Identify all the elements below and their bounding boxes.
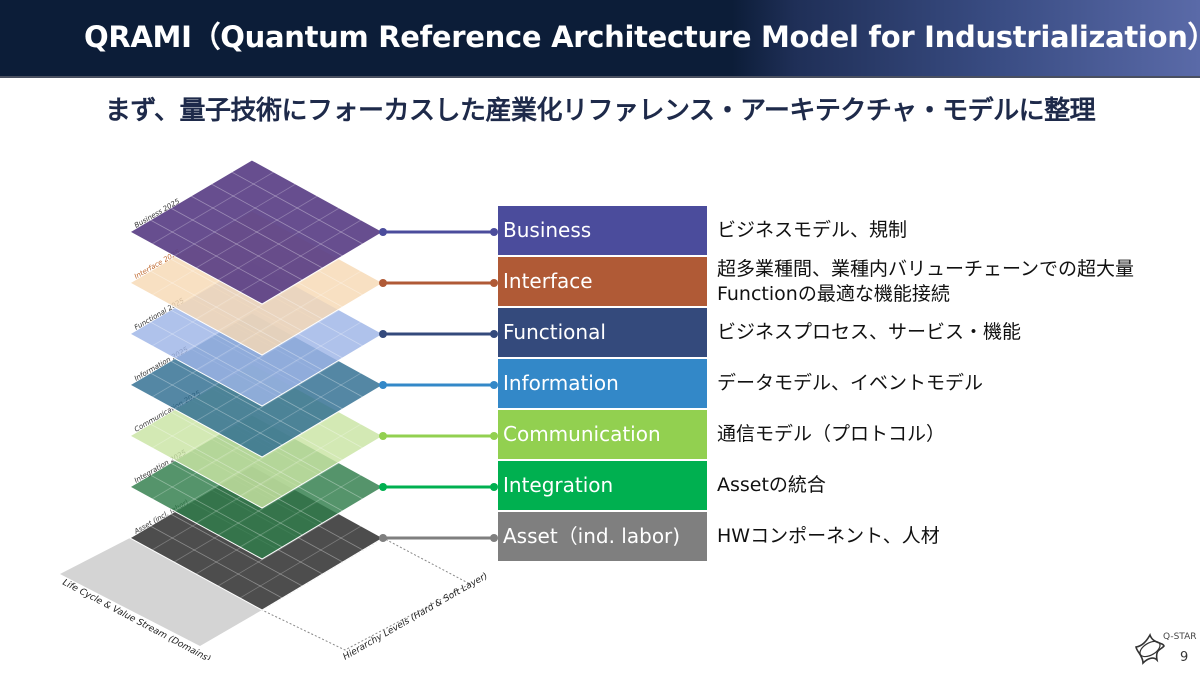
diagram-grid-line bbox=[170, 360, 303, 434]
diagram-layer-plane bbox=[128, 159, 385, 305]
title-divider bbox=[0, 76, 1200, 78]
diagram-grid-line bbox=[150, 474, 283, 548]
diagram-grid-line bbox=[170, 207, 303, 281]
diagram-grid-line bbox=[150, 372, 283, 446]
diagram-grid-line bbox=[217, 258, 340, 332]
diagram-grid-line bbox=[239, 423, 362, 497]
connector-dot bbox=[490, 330, 498, 338]
diagram-grid-line bbox=[150, 525, 283, 599]
title-bar-gradient bbox=[600, 0, 1200, 76]
diagram-grid-line bbox=[217, 207, 340, 281]
layer-box-integration: Integration bbox=[498, 461, 707, 510]
connector-dot bbox=[379, 432, 387, 440]
layer-description: ビジネスプロセス、サービス・機能 bbox=[717, 321, 1022, 343]
brand-name: Q-STAR bbox=[1163, 632, 1197, 642]
layer-box-asset: Asset（ind. labor) bbox=[498, 512, 707, 561]
layer-box-business: Business bbox=[498, 206, 707, 255]
domains-plane bbox=[60, 538, 262, 646]
layer-description-line: 超多業種間、業種内バリューチェーンでの超大量 bbox=[717, 258, 1135, 280]
slide-subtitle: まず、量子技術にフォーカスした産業化リファレンス・アーキテクチャ・モデルに整理 bbox=[104, 96, 1096, 126]
diagram-grid-line bbox=[190, 195, 323, 269]
layer-name: Information bbox=[503, 371, 619, 395]
diagram-grid-line bbox=[150, 321, 283, 395]
diagram-grid-line bbox=[170, 309, 303, 383]
connector-dot bbox=[490, 534, 498, 542]
connector-dot bbox=[490, 279, 498, 287]
slide-title: QRAMI（Quantum Reference Architecture Mod… bbox=[84, 20, 1200, 54]
layer-name: Communication bbox=[503, 422, 661, 446]
diagram-grid-line bbox=[239, 321, 362, 395]
connector-dot bbox=[379, 228, 387, 236]
q-star-logo-icon bbox=[1135, 633, 1165, 665]
title-bar: QRAMI（Quantum Reference Architecture Mod… bbox=[0, 0, 1200, 76]
diagram-grid-line bbox=[195, 195, 318, 269]
diagram-grid-line bbox=[173, 183, 296, 257]
diagram-grid-line bbox=[170, 258, 303, 332]
layer-description: Assetの統合 bbox=[717, 474, 826, 496]
connector-dot bbox=[379, 330, 387, 338]
layer-description: データモデル、イベントモデル bbox=[717, 372, 984, 394]
architecture-layer-diagram: Asset (incl. labor)Integration 2025Commu… bbox=[60, 159, 498, 660]
layer-description: 通信モデル（プロトコル） bbox=[717, 423, 946, 445]
layer-description-line: Functionの最適な機能接続 bbox=[717, 283, 950, 305]
layer-name: Interface bbox=[503, 269, 593, 293]
diagram-grid-line bbox=[150, 423, 283, 497]
layer-box-functional: Functional bbox=[498, 308, 707, 357]
diagram-grid-line bbox=[170, 462, 303, 536]
connector-dot bbox=[379, 279, 387, 287]
layer-description: HWコンポーネント、人材 bbox=[717, 525, 940, 547]
connector-dot bbox=[490, 483, 498, 491]
connector-dot bbox=[490, 381, 498, 389]
diagram-grid-line bbox=[239, 270, 362, 344]
diagram-grid-line bbox=[231, 171, 364, 245]
layer-name: Asset（ind. labor) bbox=[503, 524, 681, 548]
diagram-grid-line bbox=[150, 270, 283, 344]
diagram-grid-line bbox=[170, 513, 303, 587]
diagram-grid-line bbox=[217, 513, 340, 587]
connector-dot bbox=[379, 381, 387, 389]
layer-description: ビジネスモデル、規制 bbox=[717, 219, 908, 241]
diagram-grid-line bbox=[211, 183, 343, 257]
connector-dot bbox=[490, 432, 498, 440]
diagram-grid-line bbox=[239, 525, 362, 599]
layer-description: 超多業種間、業種内バリューチェーンでの超大量 Functionの最適な機能接続 bbox=[717, 257, 1187, 307]
page-number: 9 bbox=[1180, 650, 1189, 665]
layer-name: Functional bbox=[503, 320, 606, 344]
layer-name: Integration bbox=[503, 473, 614, 497]
diagram-grid-line bbox=[217, 309, 340, 383]
diagram-grid-line bbox=[150, 219, 283, 293]
diagram-grid-line bbox=[239, 219, 362, 293]
layer-box-communication: Communication bbox=[498, 410, 707, 459]
diagram-grid-line bbox=[217, 411, 340, 485]
diagram-grid-line bbox=[217, 360, 340, 434]
layer-box-information: Information bbox=[498, 359, 707, 408]
diagram-grid-line bbox=[239, 372, 362, 446]
layer-box-interface: Interface bbox=[498, 257, 707, 306]
diagram-grid-line bbox=[170, 411, 303, 485]
diagram-grid-line bbox=[151, 171, 275, 245]
diagram-grid-line bbox=[239, 474, 362, 548]
connector-dot bbox=[379, 483, 387, 491]
layer-name: Business bbox=[503, 218, 592, 242]
diagram-grid-line bbox=[217, 462, 340, 536]
connector-dot bbox=[490, 228, 498, 236]
connector-dot bbox=[379, 534, 387, 542]
